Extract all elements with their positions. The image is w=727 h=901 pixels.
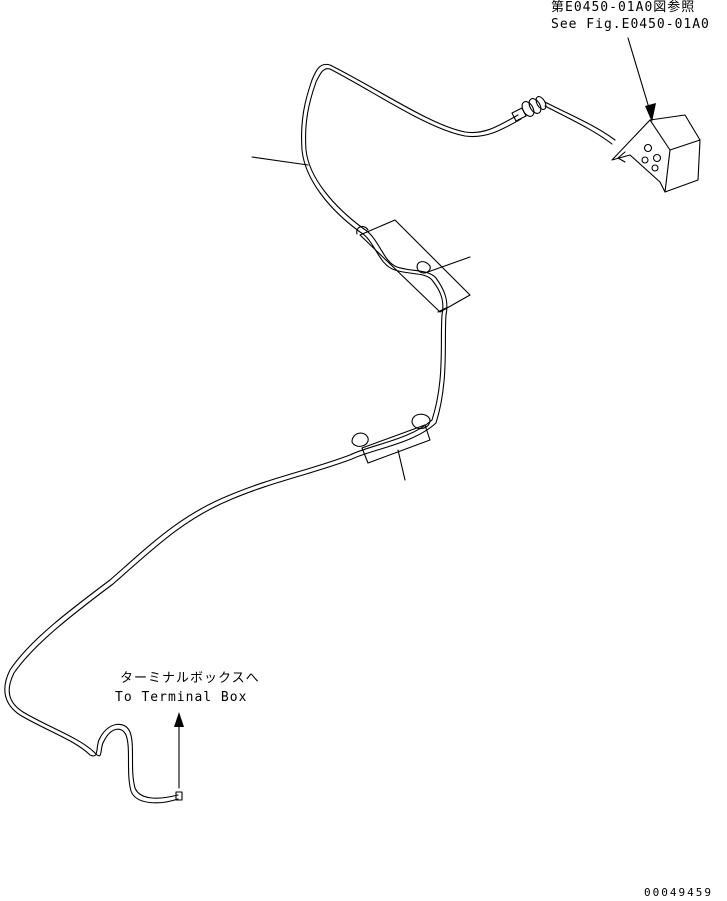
leader-lines	[251, 156, 471, 481]
terminal-arrow-head	[174, 712, 184, 727]
reference-note-japanese: 第E0450-01A0図参照	[551, 0, 696, 15]
terminal-note-english: To Terminal Box	[115, 690, 248, 705]
reference-note-english: See Fig.E0450-01A0	[551, 17, 710, 32]
drawing-number: 00049459	[644, 886, 713, 899]
sensor-bracket	[611, 114, 701, 193]
terminal-note-japanese: ターミナルボックスへ	[120, 671, 260, 686]
upper-clamp-bracket	[356, 219, 471, 313]
wiring-harness	[4, 63, 522, 804]
harness-connector	[511, 96, 616, 145]
reference-arrow	[627, 37, 653, 119]
lower-clamp-bracket	[351, 413, 431, 464]
reference-arrow-head	[645, 103, 656, 122]
terminal-plug	[175, 791, 183, 801]
